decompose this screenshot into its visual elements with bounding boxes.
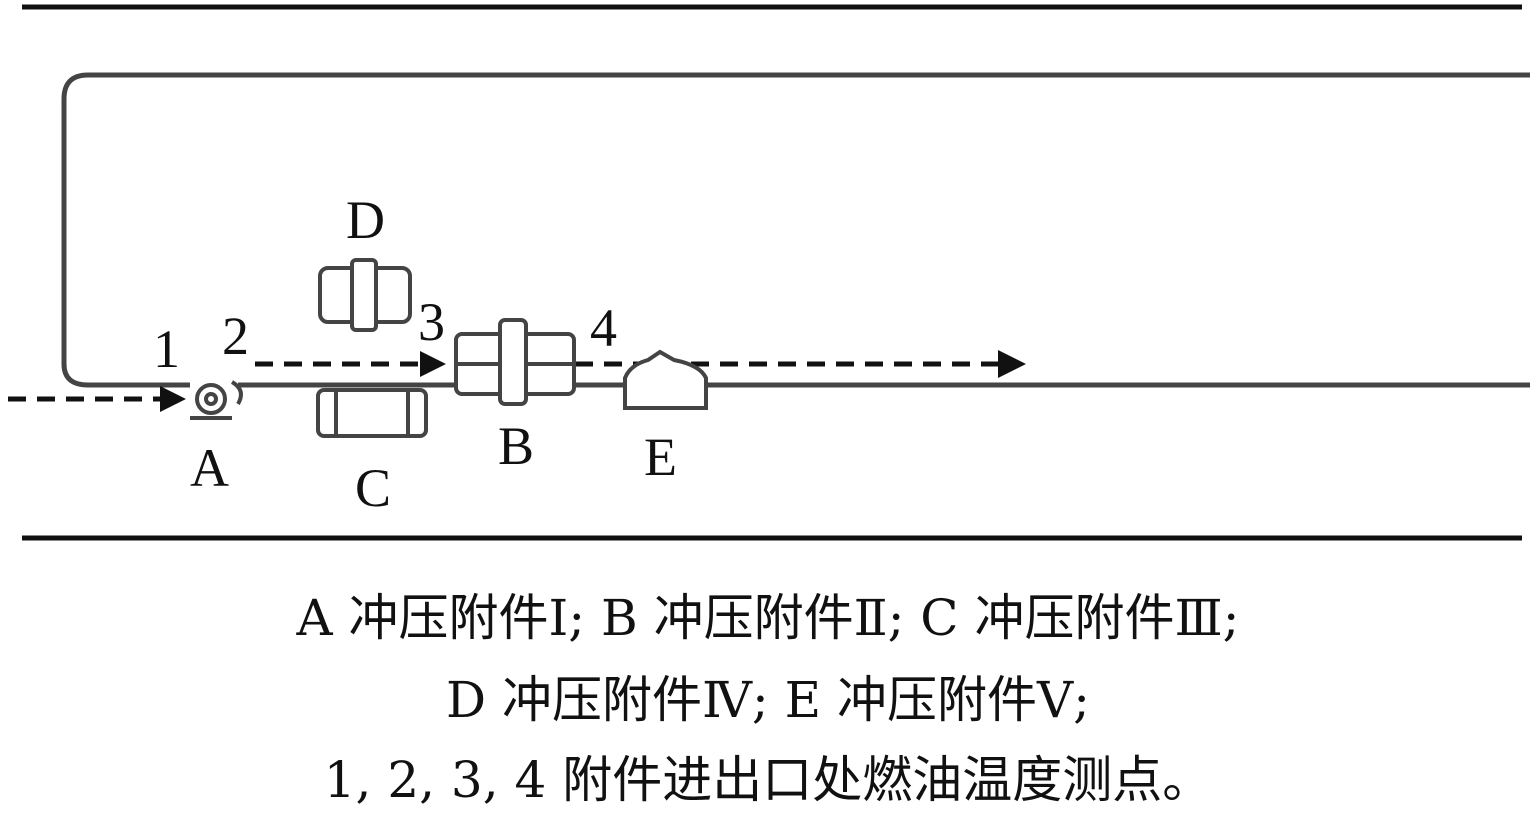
component-b-shape <box>454 318 576 406</box>
label-point-4: 4 <box>590 298 617 358</box>
label-point-3: 3 <box>418 292 445 352</box>
component-e-shape <box>623 349 708 410</box>
component-a-shape <box>190 380 243 420</box>
caption-line-1: A 冲压附件Ⅰ; B 冲压附件Ⅱ; C 冲压附件Ⅲ; <box>296 589 1240 647</box>
label-component-a: A <box>190 438 229 498</box>
component-c-shape <box>316 388 428 438</box>
flow-arrowhead-to-b <box>420 351 446 377</box>
label-component-b: B <box>498 416 534 476</box>
label-component-e: E <box>644 427 677 487</box>
outlet-arrowhead <box>998 350 1026 378</box>
caption-line-3: 1, 2, 3, 4 附件进出口处燃油温度测点。 <box>323 751 1213 809</box>
component-d-shape <box>318 258 412 332</box>
inlet-arrowhead <box>160 386 186 412</box>
label-component-d: D <box>346 190 385 250</box>
caption-line-2: D 冲压附件Ⅳ; E 冲压附件Ⅴ; <box>445 671 1091 729</box>
casing-outline <box>61 72 1530 388</box>
label-point-2: 2 <box>222 306 249 366</box>
label-component-c: C <box>355 458 391 518</box>
fuel-system-diagram: A B C D E 1 2 3 4 <box>8 4 1530 541</box>
label-point-1: 1 <box>153 319 180 379</box>
